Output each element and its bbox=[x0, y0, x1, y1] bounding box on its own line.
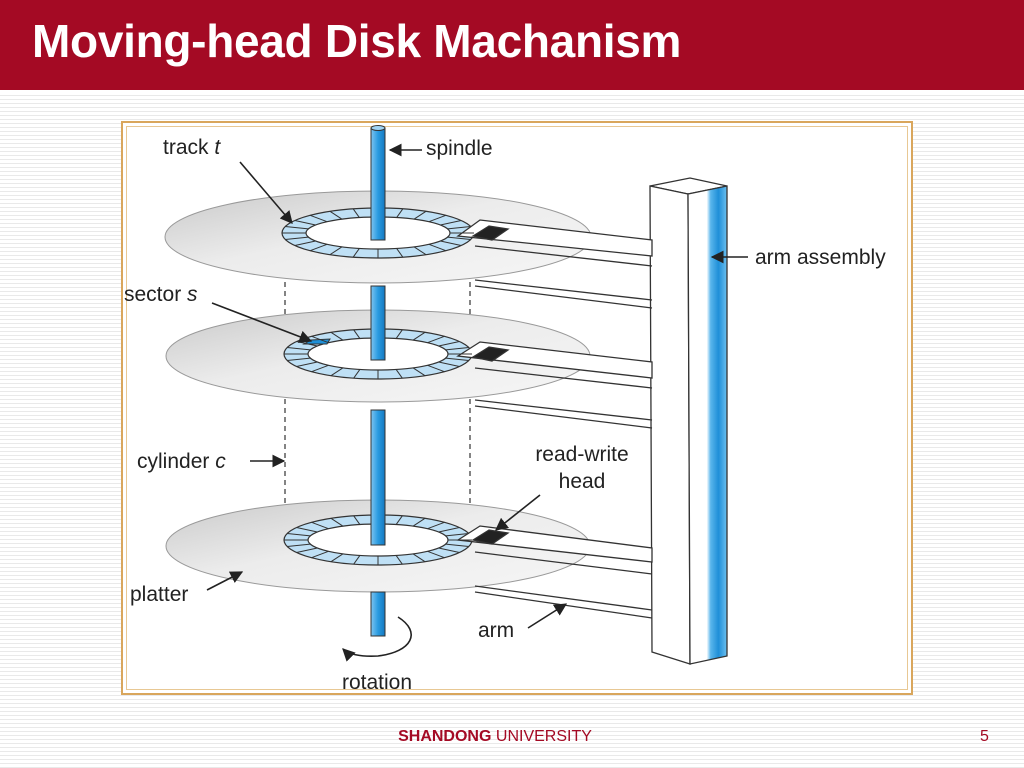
sector-divider bbox=[395, 555, 403, 565]
sector-divider bbox=[294, 240, 316, 246]
page-number: 5 bbox=[980, 728, 989, 745]
sector-divider bbox=[395, 515, 403, 525]
sector-divider bbox=[427, 521, 445, 530]
sector-divider bbox=[412, 367, 426, 377]
sector-divider bbox=[396, 208, 404, 218]
sector-divider bbox=[330, 553, 344, 563]
sector-divider bbox=[428, 214, 447, 223]
footer-university-rest: UNIVERSITY bbox=[495, 728, 592, 745]
sector-divider bbox=[330, 367, 344, 377]
sector-divider bbox=[285, 236, 309, 240]
sector-divider bbox=[285, 226, 309, 230]
cylinder-outline bbox=[284, 237, 471, 540]
arm-assembly-column bbox=[649, 177, 728, 665]
sector-divider bbox=[447, 236, 471, 240]
sector-divider bbox=[440, 240, 462, 246]
title-bar: Moving-head Disk Machanism bbox=[0, 0, 1024, 90]
sector-divider bbox=[412, 331, 426, 341]
sector-divider bbox=[447, 226, 471, 230]
sector-divider bbox=[294, 220, 316, 226]
sector-divider bbox=[438, 361, 460, 367]
sector-divider bbox=[287, 347, 311, 351]
sector-divider bbox=[395, 369, 403, 379]
read-write-head-middle bbox=[471, 346, 510, 362]
sector-divider bbox=[412, 553, 426, 563]
spindle bbox=[370, 125, 386, 637]
arm-middle bbox=[456, 341, 653, 429]
sector-divider bbox=[311, 364, 329, 373]
sector-divider bbox=[395, 329, 403, 339]
sector-divider bbox=[329, 210, 343, 220]
arm-bottom bbox=[456, 525, 653, 619]
footer-university-bold: SHANDONG bbox=[398, 728, 492, 745]
sector-divider bbox=[353, 515, 361, 525]
arm-top bbox=[456, 219, 653, 309]
sector-divider bbox=[330, 331, 344, 341]
sector-divider bbox=[311, 335, 329, 344]
sector-divider bbox=[413, 210, 427, 220]
sector-divider bbox=[427, 364, 445, 373]
sector-divider bbox=[396, 248, 404, 258]
label-read-write: read-write bbox=[535, 443, 628, 466]
label-arm-assembly: arm assembly bbox=[755, 246, 886, 269]
sector-divider bbox=[427, 550, 445, 559]
sector-divider bbox=[438, 547, 460, 553]
sector-divider bbox=[353, 369, 361, 379]
label-platter: platter bbox=[130, 583, 188, 606]
sector-divider bbox=[287, 357, 311, 361]
label-sector: sector s bbox=[124, 283, 198, 306]
sector-divider bbox=[427, 335, 445, 344]
sector-divider bbox=[445, 543, 469, 547]
figure-inner-border bbox=[126, 126, 908, 690]
title-divider bbox=[0, 90, 1024, 93]
sector-divider bbox=[287, 543, 311, 547]
label-head: head bbox=[559, 470, 606, 493]
label-arm: arm bbox=[478, 619, 514, 642]
sector-divider bbox=[287, 533, 311, 537]
sector-divider bbox=[413, 246, 427, 256]
sector-divider bbox=[352, 248, 360, 258]
sector-divider bbox=[445, 533, 469, 537]
sector-divider bbox=[438, 341, 460, 347]
footer-university: SHANDONG UNIVERSITY bbox=[0, 728, 990, 746]
sector-divisions bbox=[282, 208, 474, 565]
sector-divider bbox=[330, 517, 344, 527]
label-rotation: rotation bbox=[342, 671, 412, 694]
label-track: track t bbox=[163, 136, 221, 159]
sector-divider bbox=[311, 550, 329, 559]
slide-title: Moving-head Disk Machanism bbox=[32, 15, 682, 67]
sector-divider bbox=[311, 521, 329, 530]
sector-divider bbox=[309, 214, 328, 223]
sector-divider bbox=[296, 527, 318, 533]
sector-divider bbox=[309, 243, 328, 252]
sector-divider bbox=[440, 220, 462, 226]
label-pointers bbox=[206, 143, 748, 629]
read-write-head-bottom bbox=[471, 529, 510, 545]
sector-divider bbox=[353, 329, 361, 339]
sector-divider bbox=[438, 527, 460, 533]
sector-divider bbox=[412, 517, 426, 527]
sector-divider bbox=[329, 246, 343, 256]
sector-divider bbox=[445, 357, 469, 361]
label-cylinder: cylinder c bbox=[137, 450, 226, 473]
sector-divider bbox=[445, 347, 469, 351]
read-write-head-top bbox=[471, 225, 510, 241]
sector-divider bbox=[428, 243, 447, 252]
label-spindle: spindle bbox=[426, 137, 493, 160]
sector-divider bbox=[352, 208, 360, 218]
sector-divider bbox=[296, 547, 318, 553]
sector-divider bbox=[353, 555, 361, 565]
sector-divider bbox=[296, 361, 318, 367]
rotation-arrow bbox=[342, 616, 412, 662]
